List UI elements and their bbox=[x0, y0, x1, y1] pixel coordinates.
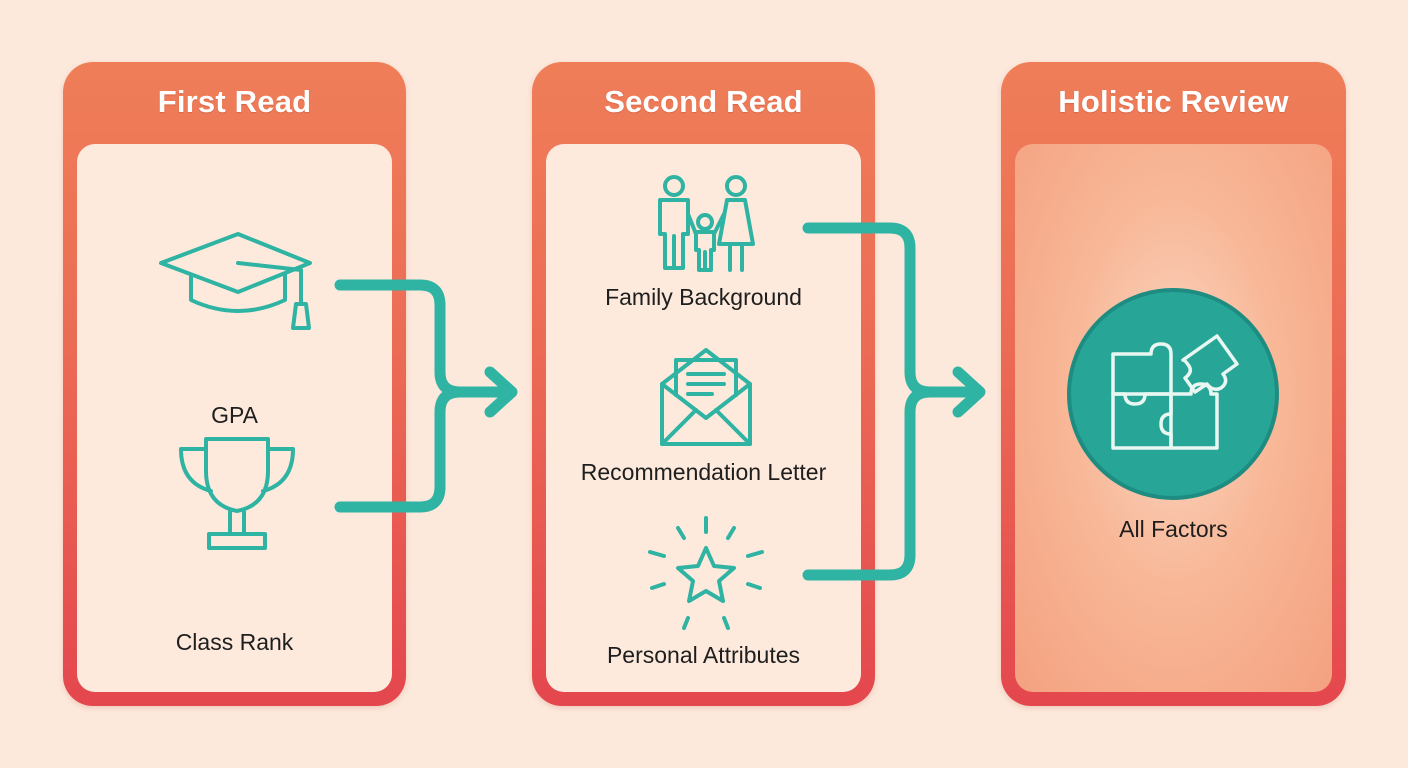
stage-card-holistic-review: Holistic Review All Factors bbox=[1001, 62, 1346, 706]
stage-title: Holistic Review bbox=[1058, 84, 1289, 119]
graduation-cap-icon bbox=[159, 232, 312, 330]
stage-panel: All Factors bbox=[1015, 144, 1332, 692]
envelope-letter-icon bbox=[660, 348, 752, 446]
factor-label: Class Rank bbox=[175, 629, 294, 655]
factor-label: Personal Attributes bbox=[606, 642, 801, 668]
stage-title: First Read bbox=[157, 84, 312, 119]
stage-title: Second Read bbox=[604, 84, 803, 119]
factor-label: Family Background bbox=[605, 284, 802, 310]
factor-label: All Factors bbox=[1119, 516, 1228, 542]
arrowhead-to-second-read bbox=[484, 366, 518, 418]
arrowhead-to-holistic-review bbox=[952, 366, 986, 418]
stage-panel: Family Background Recommendation Letter bbox=[546, 144, 861, 692]
stage-card-first-read: First Read GPA Clas bbox=[63, 62, 406, 706]
trophy-icon bbox=[179, 437, 295, 550]
stage-card-second-read: Second Read Family Backgr bbox=[532, 62, 875, 706]
family-icon bbox=[658, 175, 755, 272]
star-icon bbox=[648, 516, 764, 630]
puzzle-icon bbox=[1067, 288, 1279, 500]
factor-label: GPA bbox=[211, 402, 258, 428]
stage-panel: GPA Class Rank bbox=[77, 144, 392, 692]
factor-label: Recommendation Letter bbox=[580, 459, 827, 485]
